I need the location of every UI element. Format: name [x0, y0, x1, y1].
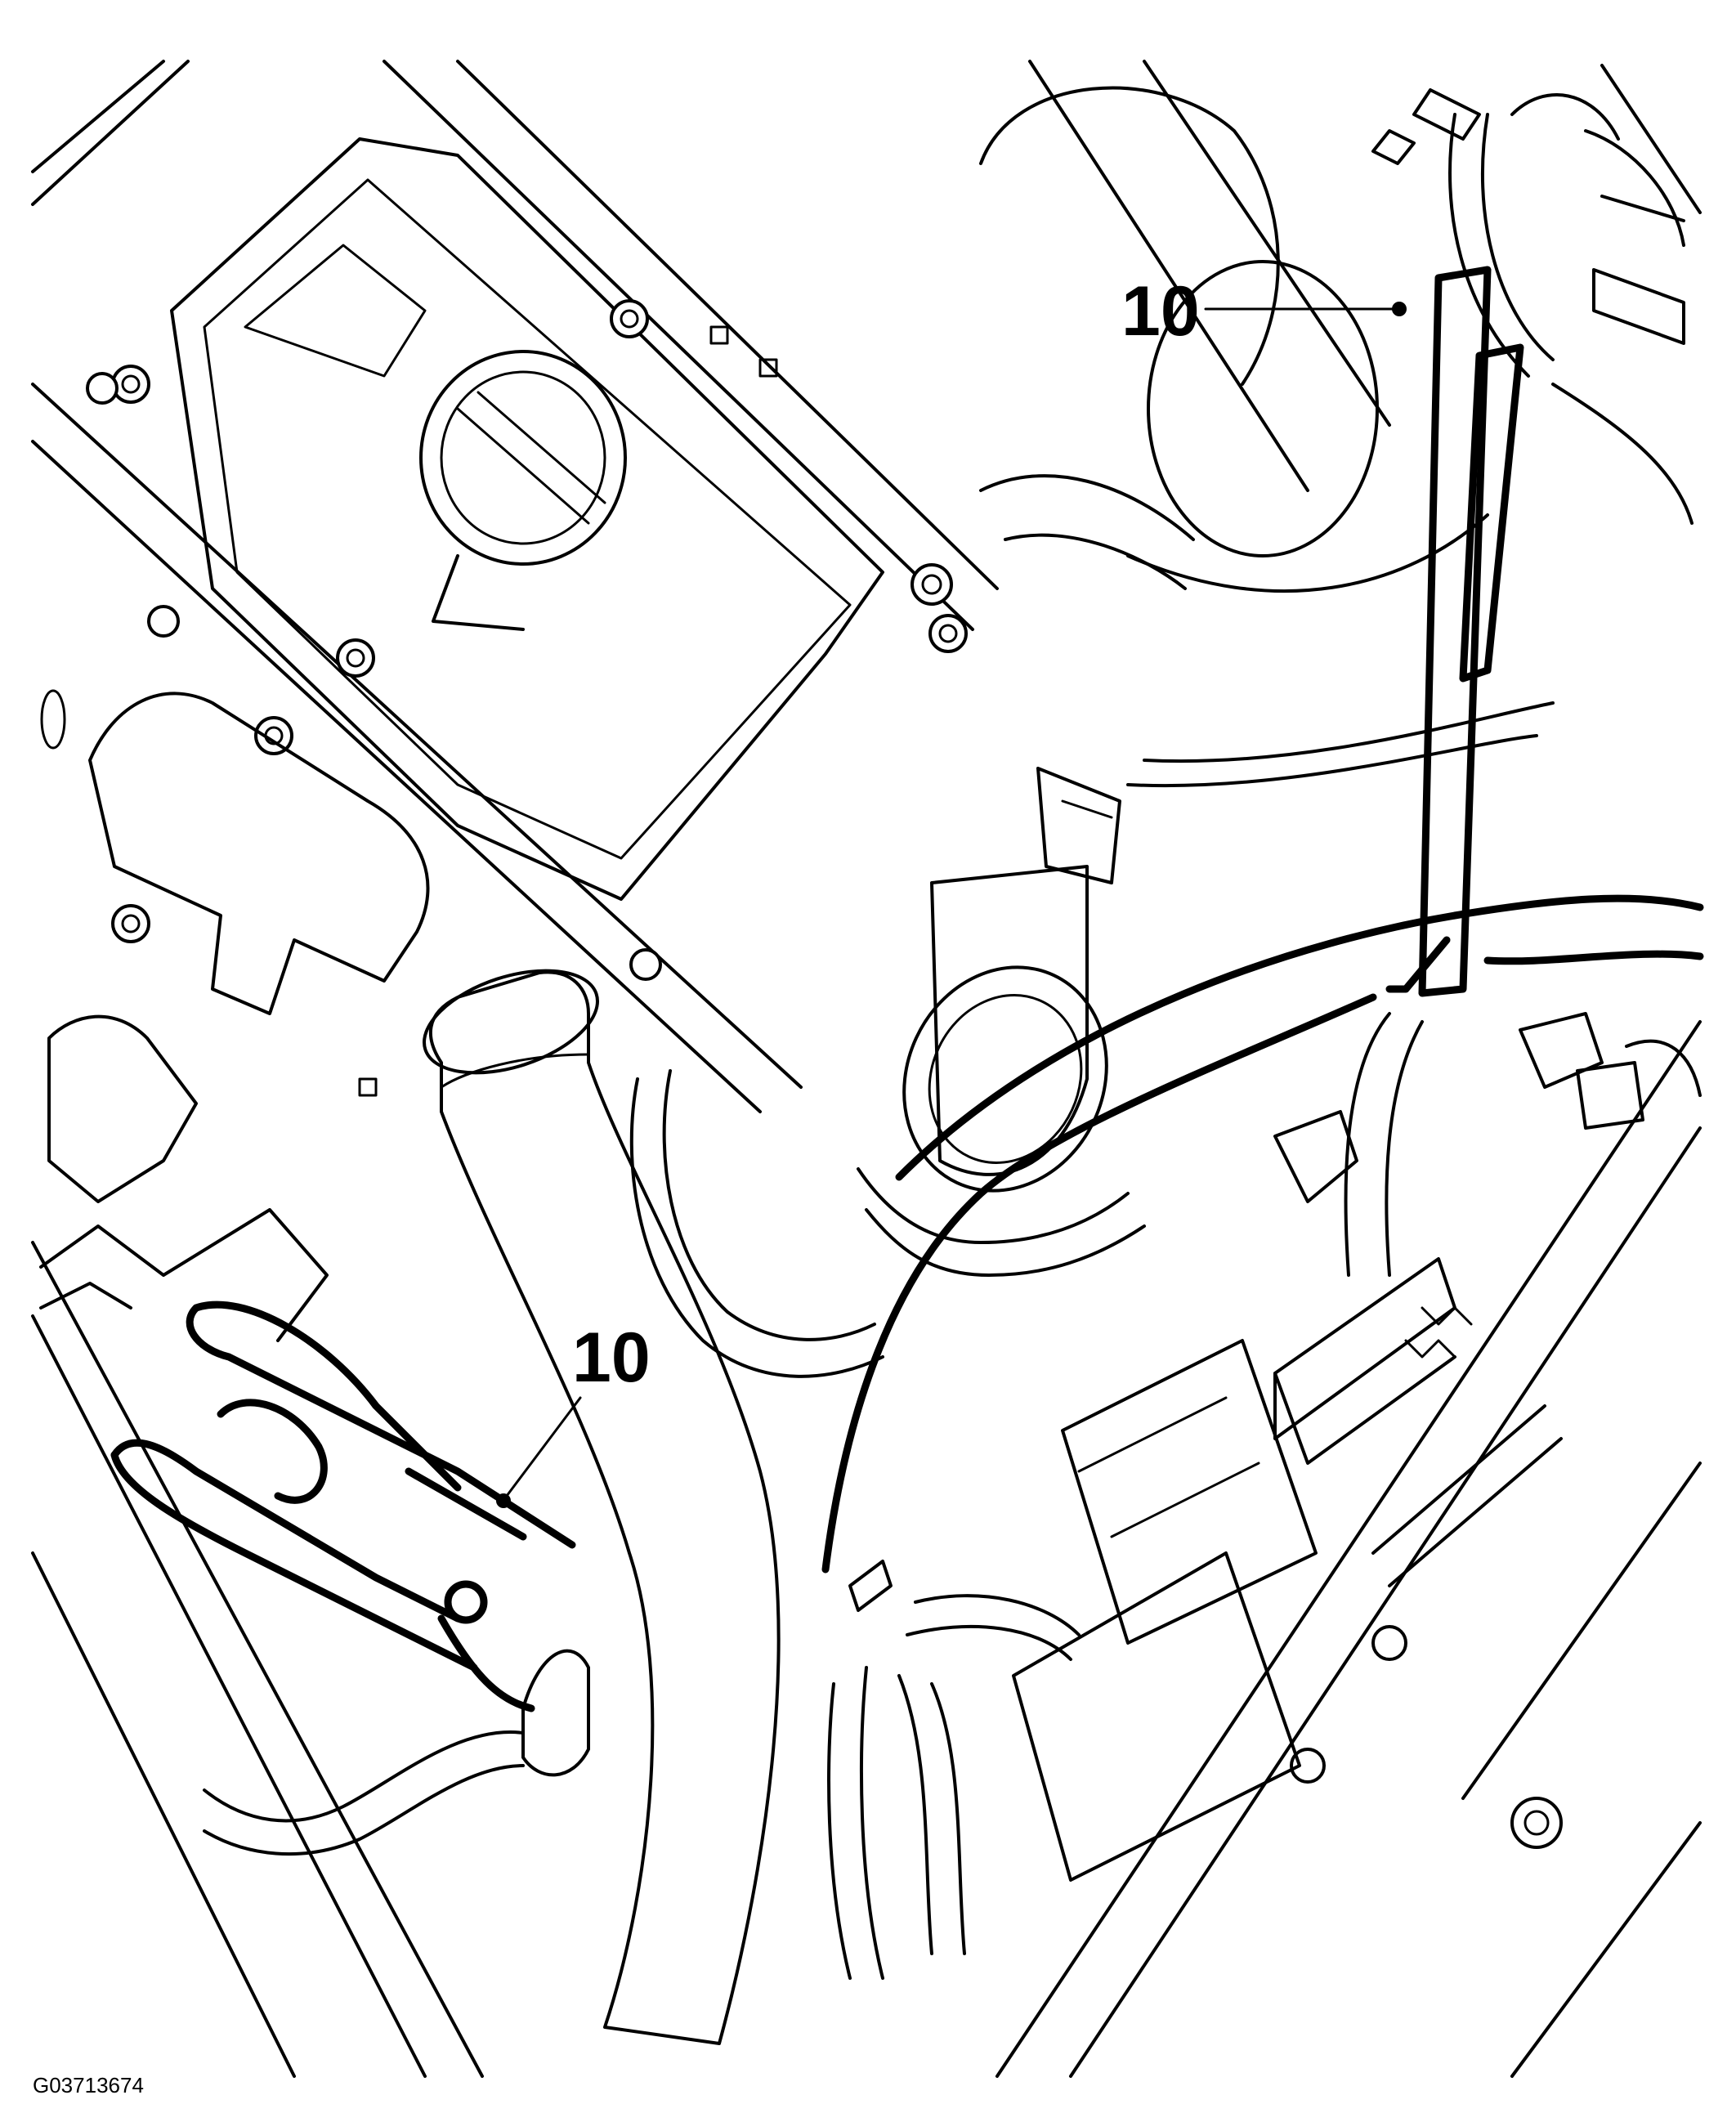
radiator-hose: [423, 969, 781, 2045]
cover-bolts: [40, 299, 1563, 1849]
right-structure: [1273, 88, 1702, 1277]
lower-hoses: [203, 1560, 1081, 1980]
callout-leaders: [496, 302, 1407, 1508]
oil-filler-cap: [419, 350, 627, 631]
callout-label-lower: 10: [572, 1318, 651, 1397]
thermostat-housing: [39, 692, 430, 1342]
callout-label-upper: 10: [1121, 272, 1200, 351]
engine-lifting-tool-lower: [110, 1300, 576, 1712]
engine-lifting-tool-upper: [821, 266, 1704, 1574]
engine-frame: [31, 60, 1702, 2078]
valve-cover: [170, 137, 884, 901]
control-module: [1012, 1257, 1563, 1882]
figure-id: G03713674: [33, 2073, 144, 2097]
air-box-inlet: [979, 86, 1555, 788]
sensor-canister: [902, 767, 1121, 1193]
coolant-hose-small: [629, 1069, 1146, 1378]
